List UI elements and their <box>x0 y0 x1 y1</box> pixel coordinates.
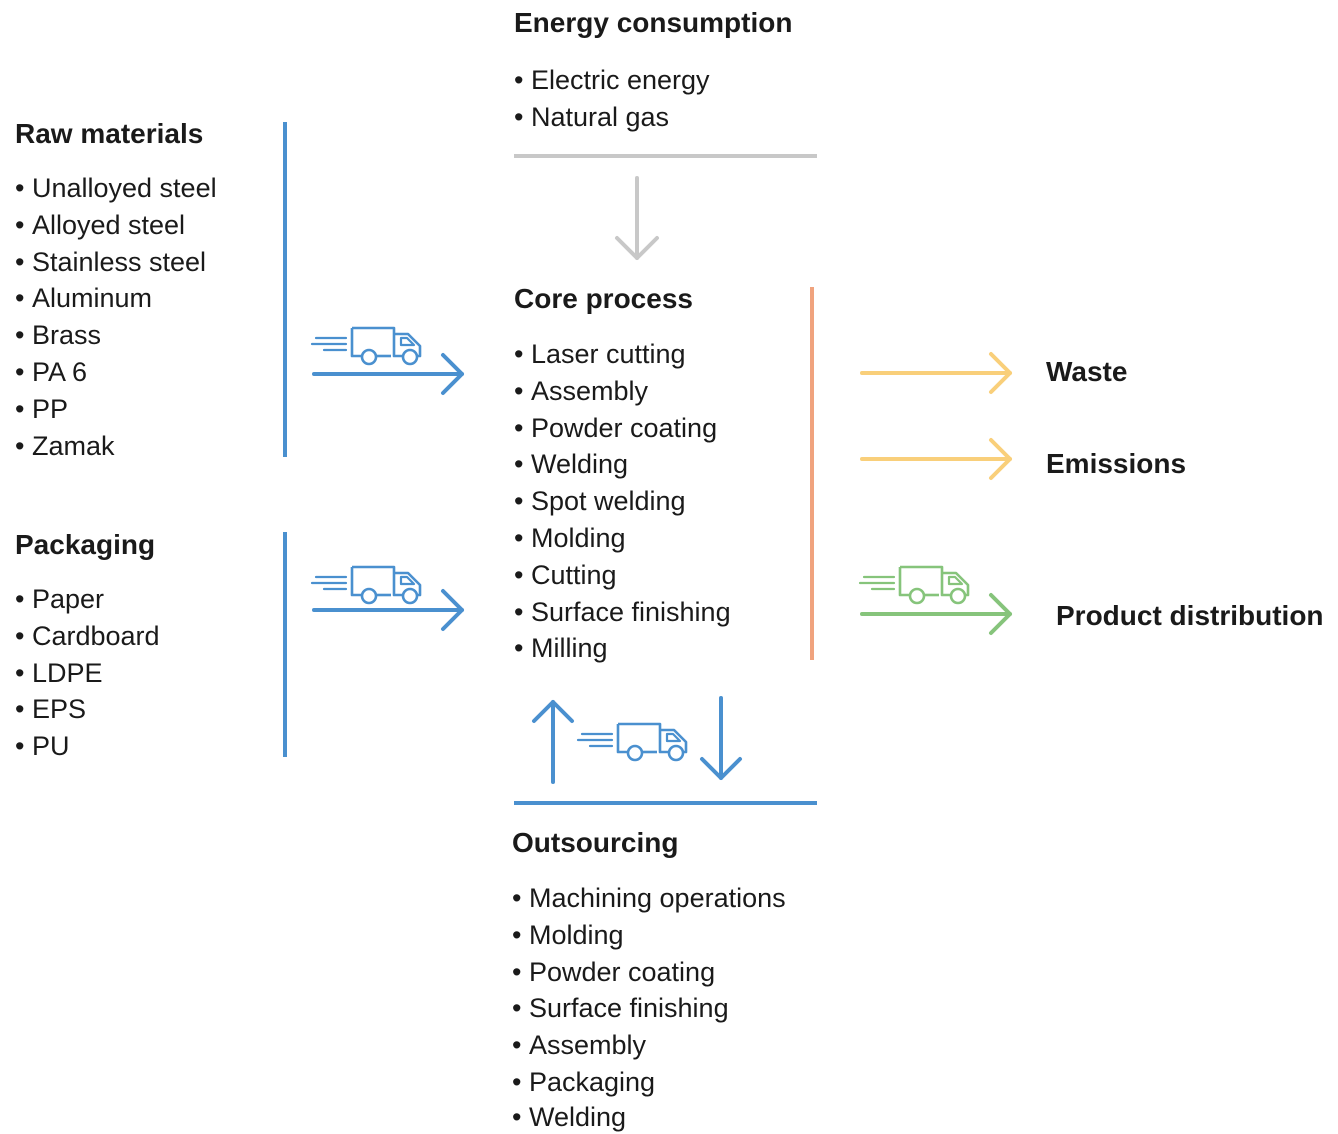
list-item: Unalloyed steel <box>15 170 217 207</box>
list-item: Stainless steel <box>15 244 217 281</box>
list-item: Packaging <box>512 1064 786 1101</box>
list-item: Powder coating <box>512 954 786 991</box>
emissions-label: Emissions <box>1046 448 1187 479</box>
list-item: PA 6 <box>15 354 217 391</box>
list-item: Aluminum <box>15 280 217 317</box>
list-item: Surface finishing <box>512 990 786 1027</box>
packaging-arrow-icon <box>312 589 464 631</box>
list-item: Laser cutting <box>514 336 731 373</box>
list-item: LDPE <box>15 655 160 692</box>
list-item: Machining operations <box>512 880 786 917</box>
energy-block: Energy consumption Electric energy Natur… <box>514 6 792 136</box>
truck-icon <box>310 326 422 366</box>
list-item: Cutting <box>514 557 731 594</box>
truck-icon <box>310 565 422 605</box>
list-item: Molding <box>514 520 731 557</box>
raw-materials-title: Raw materials <box>15 118 204 149</box>
truck-icon <box>576 722 688 762</box>
list-item: Welding <box>514 446 731 483</box>
list-item: Assembly <box>512 1027 786 1064</box>
list-item: Brass <box>15 317 217 354</box>
list-item: Electric energy <box>514 62 792 99</box>
distribution-arrow-icon <box>860 593 1012 635</box>
outsourcing-title: Outsourcing <box>512 827 679 858</box>
truck-icon <box>858 565 970 605</box>
list-item: PP <box>15 391 217 428</box>
list-item: Powder coating <box>514 410 731 447</box>
list-item: Welding <box>512 1101 786 1133</box>
core-process-block: Core process Laser cutting Assembly Powd… <box>514 282 731 667</box>
packaging-list: Paper Cardboard LDPE EPS PU <box>15 581 160 765</box>
packaging-title: Packaging <box>15 529 156 560</box>
waste-label: Waste <box>1046 356 1128 387</box>
list-item: PU <box>15 728 160 765</box>
list-item: Milling <box>514 630 731 667</box>
list-item: Alloyed steel <box>15 207 217 244</box>
raw-materials-list: Unalloyed steel Alloyed steel Stainless … <box>15 170 217 464</box>
emissions-arrow-icon <box>860 438 1012 480</box>
raw-materials-block: Raw materials Unalloyed steel Alloyed st… <box>15 117 217 464</box>
list-item: Assembly <box>514 373 731 410</box>
list-item: Surface finishing <box>514 594 731 631</box>
list-item: Zamak <box>15 428 217 465</box>
energy-title: Energy consumption <box>514 7 793 38</box>
raw-materials-arrow-icon <box>312 353 464 395</box>
waste-arrow-icon <box>860 352 1012 394</box>
list-item: Paper <box>15 581 160 618</box>
outsourcing-up-arrow-icon <box>532 700 574 784</box>
energy-list: Electric energy Natural gas <box>514 62 792 136</box>
outsourcing-list: Machining operations Molding Powder coat… <box>512 880 786 1133</box>
list-item: Spot welding <box>514 483 731 520</box>
core-process-title: Core process <box>514 283 693 314</box>
list-item: Molding <box>512 917 786 954</box>
outsourcing-block: Outsourcing Machining operations Molding… <box>512 826 786 1133</box>
core-process-list: Laser cutting Assembly Powder coating We… <box>514 336 731 667</box>
energy-arrow-icon <box>615 176 659 260</box>
list-item: EPS <box>15 691 160 728</box>
packaging-block: Packaging Paper Cardboard LDPE EPS PU <box>15 528 160 765</box>
product-distribution-label: Product distribution <box>1056 600 1324 631</box>
outsourcing-down-arrow-icon <box>700 696 742 780</box>
list-item: Cardboard <box>15 618 160 655</box>
list-item: Natural gas <box>514 99 792 136</box>
